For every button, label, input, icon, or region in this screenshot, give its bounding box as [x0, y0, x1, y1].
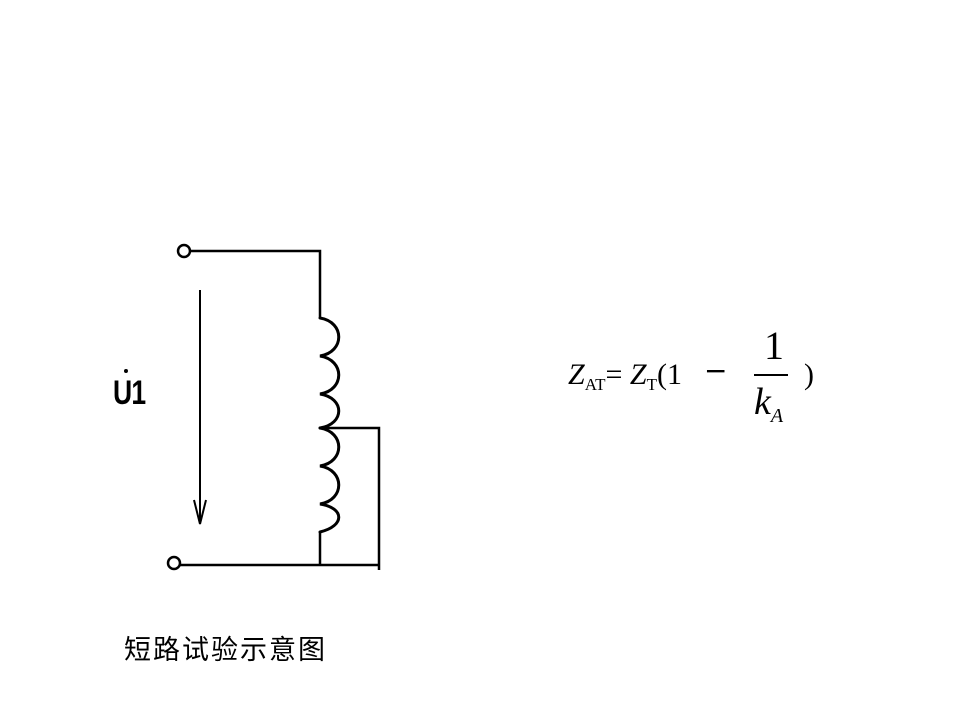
bottom-terminal [166, 555, 182, 571]
denominator-k: k [754, 381, 771, 423]
fraction-numerator: 1 [764, 323, 784, 368]
formula-minus: − [704, 354, 728, 387]
fraction-bar [754, 374, 788, 376]
denominator-subscript: A [770, 405, 784, 427]
diagram-caption: 短路试验示意图 [124, 635, 327, 666]
winding-upper [318, 316, 341, 430]
voltage-arrow-head [193, 499, 207, 525]
top-terminal [176, 243, 192, 259]
formula-close-paren: ) [804, 358, 814, 391]
top-wire [190, 249, 322, 318]
formula-z-at: Z [568, 358, 585, 391]
formula-lhs: ZAT= ZT(1 [568, 358, 682, 394]
voltage-label: U1 [113, 374, 146, 412]
winding-lower [318, 426, 341, 534]
formula-z-t: Z [629, 358, 647, 391]
tap-wire [320, 426, 381, 570]
phasor-dot [124, 369, 128, 373]
fraction-denominator: kA [754, 380, 784, 427]
formula-z-at-subscript: AT [584, 375, 606, 394]
formula-equals: = [605, 358, 623, 391]
formula-z-t-subscript: T [646, 375, 657, 394]
formula-open-term: (1 [656, 358, 682, 391]
